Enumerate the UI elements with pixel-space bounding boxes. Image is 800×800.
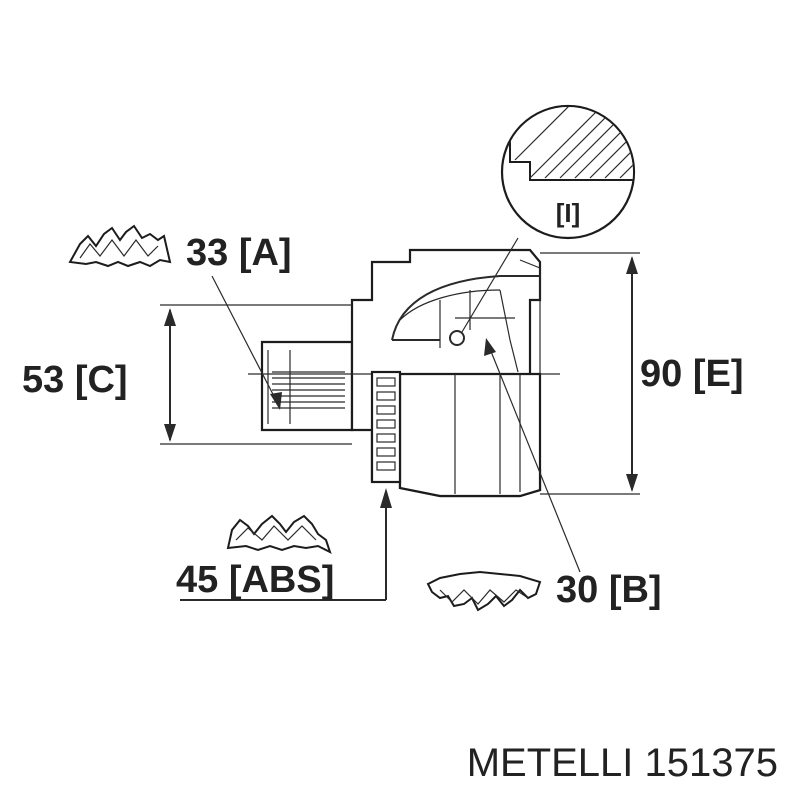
abs-ring xyxy=(370,370,402,484)
brand-part-number: METELLI 151375 xyxy=(467,741,778,785)
leader-abs-teeth: 45 [ABS] xyxy=(176,488,392,601)
leader-spline-outer: 33 [A] xyxy=(68,224,292,410)
seal-diameter-label: 53 [C] xyxy=(22,359,128,401)
stub-shaft xyxy=(260,340,354,432)
shaft-spline-hatch xyxy=(272,371,345,409)
leader-spline-inner: 30 [B] xyxy=(426,338,662,612)
outer-diameter-label: 90 [E] xyxy=(640,353,743,395)
dimension-outer-diameter: 90 [E] xyxy=(540,252,743,495)
spline-teeth-icon xyxy=(68,224,172,268)
detail-callout: [I] xyxy=(461,104,636,333)
detail-marker-label: [I] xyxy=(556,198,581,228)
spline-outer-label: 33 [A] xyxy=(186,232,292,274)
cv-joint-body xyxy=(248,248,560,498)
abs-teeth-label: 45 [ABS] xyxy=(176,559,334,601)
dimension-seal-diameter: 53 [C] xyxy=(22,304,352,445)
inner-spline-icon xyxy=(426,570,542,612)
abs-teeth-icon xyxy=(226,514,332,554)
detail-circle-marker xyxy=(449,330,465,346)
spline-inner-label: 30 [B] xyxy=(556,569,662,611)
